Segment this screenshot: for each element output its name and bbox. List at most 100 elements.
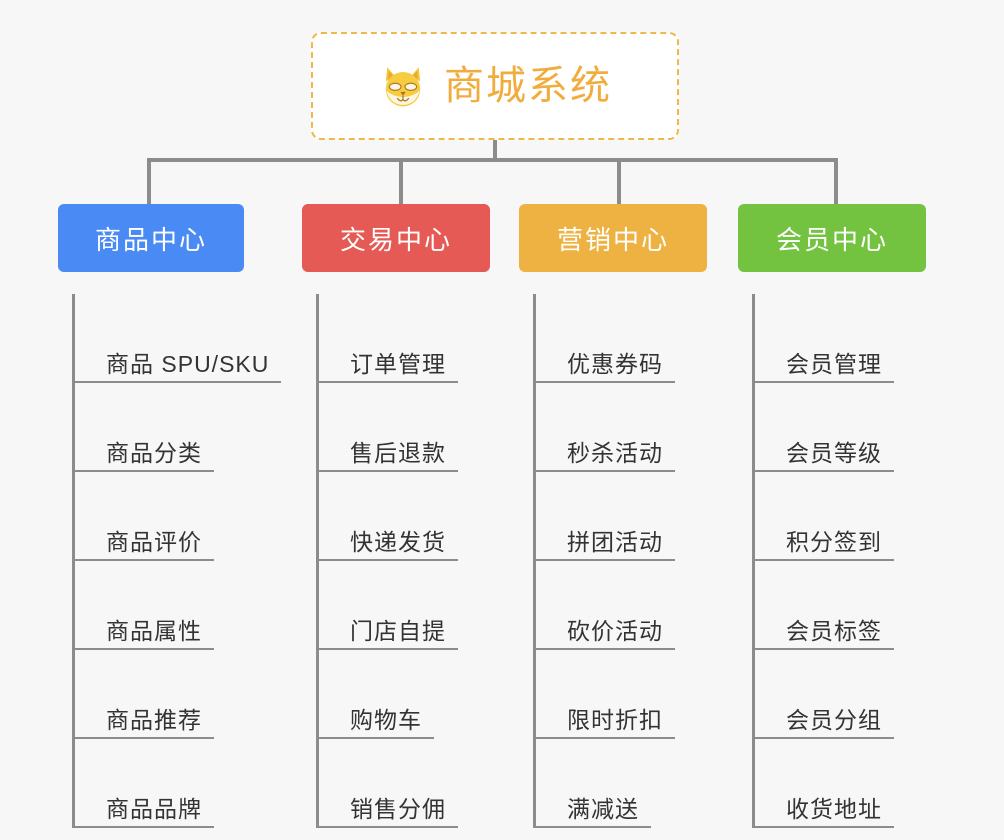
- leaf-list-marketing: 优惠券码 秒杀活动 拼团活动 砍价活动 限时折扣 满减送: [533, 294, 687, 828]
- list-item[interactable]: 限时折扣: [533, 650, 687, 739]
- leaf-rule: [316, 381, 458, 383]
- leaf-label: 购物车: [350, 706, 422, 733]
- category-header-label: 交易中心: [339, 224, 452, 255]
- leaf-spine: [316, 294, 319, 828]
- leaf-rule: [316, 826, 458, 828]
- leaf-rule: [316, 648, 458, 650]
- leaf-label: 会员等级: [786, 439, 882, 466]
- leaf-rule: [533, 470, 675, 472]
- list-item[interactable]: 商品评价: [72, 472, 252, 561]
- leaf-label: 售后退款: [350, 439, 446, 466]
- leaf-label: 商品推荐: [106, 706, 202, 733]
- list-item[interactable]: 购物车: [316, 650, 470, 739]
- leaf-rule: [316, 470, 458, 472]
- leaf-rule: [72, 381, 282, 383]
- leaf-label: 销售分佣: [350, 795, 446, 822]
- list-item[interactable]: 砍价活动: [533, 561, 687, 650]
- leaf-rule: [533, 559, 675, 561]
- leaf-rule: [533, 737, 675, 739]
- leaf-spine: [533, 294, 536, 828]
- leaf-label: 满减送: [567, 795, 639, 822]
- list-item[interactable]: 订单管理: [316, 294, 470, 383]
- leaf-rule: [72, 559, 214, 561]
- category-header-member[interactable]: 会员中心: [738, 204, 926, 272]
- leaf-label: 拼团活动: [567, 528, 663, 555]
- leaf-rule: [752, 737, 894, 739]
- leaf-label: 砍价活动: [567, 617, 663, 644]
- leaf-rule: [72, 648, 214, 650]
- list-item[interactable]: 拼团活动: [533, 472, 687, 561]
- list-item[interactable]: 商品属性: [72, 561, 252, 650]
- leaf-label: 快递发货: [350, 528, 446, 555]
- leaf-label: 商品评价: [106, 528, 202, 555]
- leaf-list-trade: 订单管理 售后退款 快递发货 门店自提 购物车 销售分佣: [316, 294, 470, 828]
- list-item[interactable]: 秒杀活动: [533, 383, 687, 472]
- connector-drop-2: [617, 158, 621, 204]
- leaf-spine: [752, 294, 755, 828]
- leaf-rule: [752, 648, 894, 650]
- category-header-marketing[interactable]: 营销中心: [519, 204, 707, 272]
- leaf-label: 商品 SPU/SKU: [106, 350, 270, 377]
- category-header-label: 商品中心: [94, 224, 207, 255]
- connector-tree: [0, 140, 1004, 204]
- leaf-list-member: 会员管理 会员等级 积分签到 会员标签 会员分组 收货地址: [752, 294, 1004, 828]
- connector-drop-0: [147, 158, 151, 204]
- leaf-rule: [316, 559, 458, 561]
- leaf-list-product: 商品 SPU/SKU 商品分类 商品评价 商品属性 商品推荐 商品品牌: [72, 294, 282, 828]
- leaf-rule: [752, 826, 894, 828]
- list-item[interactable]: 满减送: [533, 739, 687, 828]
- category-header-product[interactable]: 商品中心: [58, 204, 244, 272]
- list-item[interactable]: 会员标签: [752, 561, 1004, 650]
- list-item[interactable]: 商品推荐: [72, 650, 252, 739]
- leaf-rule: [533, 826, 651, 828]
- leaf-label: 商品品牌: [106, 795, 202, 822]
- list-item[interactable]: 会员等级: [752, 383, 1004, 472]
- connector-stem: [493, 140, 497, 160]
- leaf-rule: [752, 470, 894, 472]
- list-item[interactable]: 销售分佣: [316, 739, 470, 828]
- connector-drop-1: [399, 158, 403, 204]
- root-title: 商城系统: [444, 64, 612, 108]
- leaf-label: 秒杀活动: [567, 439, 663, 466]
- list-item[interactable]: 快递发货: [316, 472, 470, 561]
- leaf-label: 限时折扣: [567, 706, 663, 733]
- category-header-trade[interactable]: 交易中心: [302, 204, 490, 272]
- leaf-label: 订单管理: [350, 350, 446, 377]
- root-node[interactable]: 商城系统: [311, 32, 679, 140]
- leaf-rule: [72, 826, 214, 828]
- category-column-marketing: 营销中心 优惠券码 秒杀活动 拼团活动 砍价活动 限时折扣: [470, 204, 707, 828]
- list-item[interactable]: 售后退款: [316, 383, 470, 472]
- leaf-label: 积分签到: [786, 528, 882, 555]
- list-item[interactable]: 会员管理: [752, 294, 1004, 383]
- list-item[interactable]: 优惠券码: [533, 294, 687, 383]
- leaf-label: 会员标签: [786, 617, 882, 644]
- leaf-label: 商品属性: [106, 617, 202, 644]
- list-item[interactable]: 商品 SPU/SKU: [72, 294, 282, 383]
- leaf-label: 门店自提: [350, 617, 446, 644]
- category-column-product: 商品中心 商品 SPU/SKU 商品分类 商品评价 商品属性 商品推荐: [0, 204, 282, 828]
- leaf-rule: [533, 648, 675, 650]
- list-item[interactable]: 商品品牌: [72, 739, 252, 828]
- list-item[interactable]: 门店自提: [316, 561, 470, 650]
- list-item[interactable]: 积分签到: [752, 472, 1004, 561]
- category-header-label: 营销中心: [556, 224, 669, 255]
- leaf-rule: [752, 559, 894, 561]
- leaf-rule: [72, 737, 214, 739]
- connector-bus: [147, 158, 838, 162]
- category-column-trade: 交易中心 订单管理 售后退款 快递发货 门店自提 购物车: [252, 204, 490, 828]
- list-item[interactable]: 商品分类: [72, 383, 252, 472]
- category-column-member: 会员中心 会员管理 会员等级 积分签到 会员标签 会员分组: [687, 204, 1004, 828]
- list-item[interactable]: 会员分组: [752, 650, 1004, 739]
- leaf-rule: [533, 381, 675, 383]
- leaf-label: 优惠券码: [567, 350, 663, 377]
- leaf-label: 商品分类: [106, 439, 202, 466]
- leaf-rule: [752, 381, 894, 383]
- shiba-dog-emoji-icon: [378, 61, 428, 111]
- category-header-label: 会员中心: [775, 224, 888, 255]
- leaf-label: 会员管理: [786, 350, 882, 377]
- leaf-rule: [72, 470, 214, 472]
- leaf-spine: [72, 294, 75, 828]
- leaf-label: 会员分组: [786, 706, 882, 733]
- leaf-label: 收货地址: [786, 795, 882, 822]
- list-item[interactable]: 收货地址: [752, 739, 1004, 828]
